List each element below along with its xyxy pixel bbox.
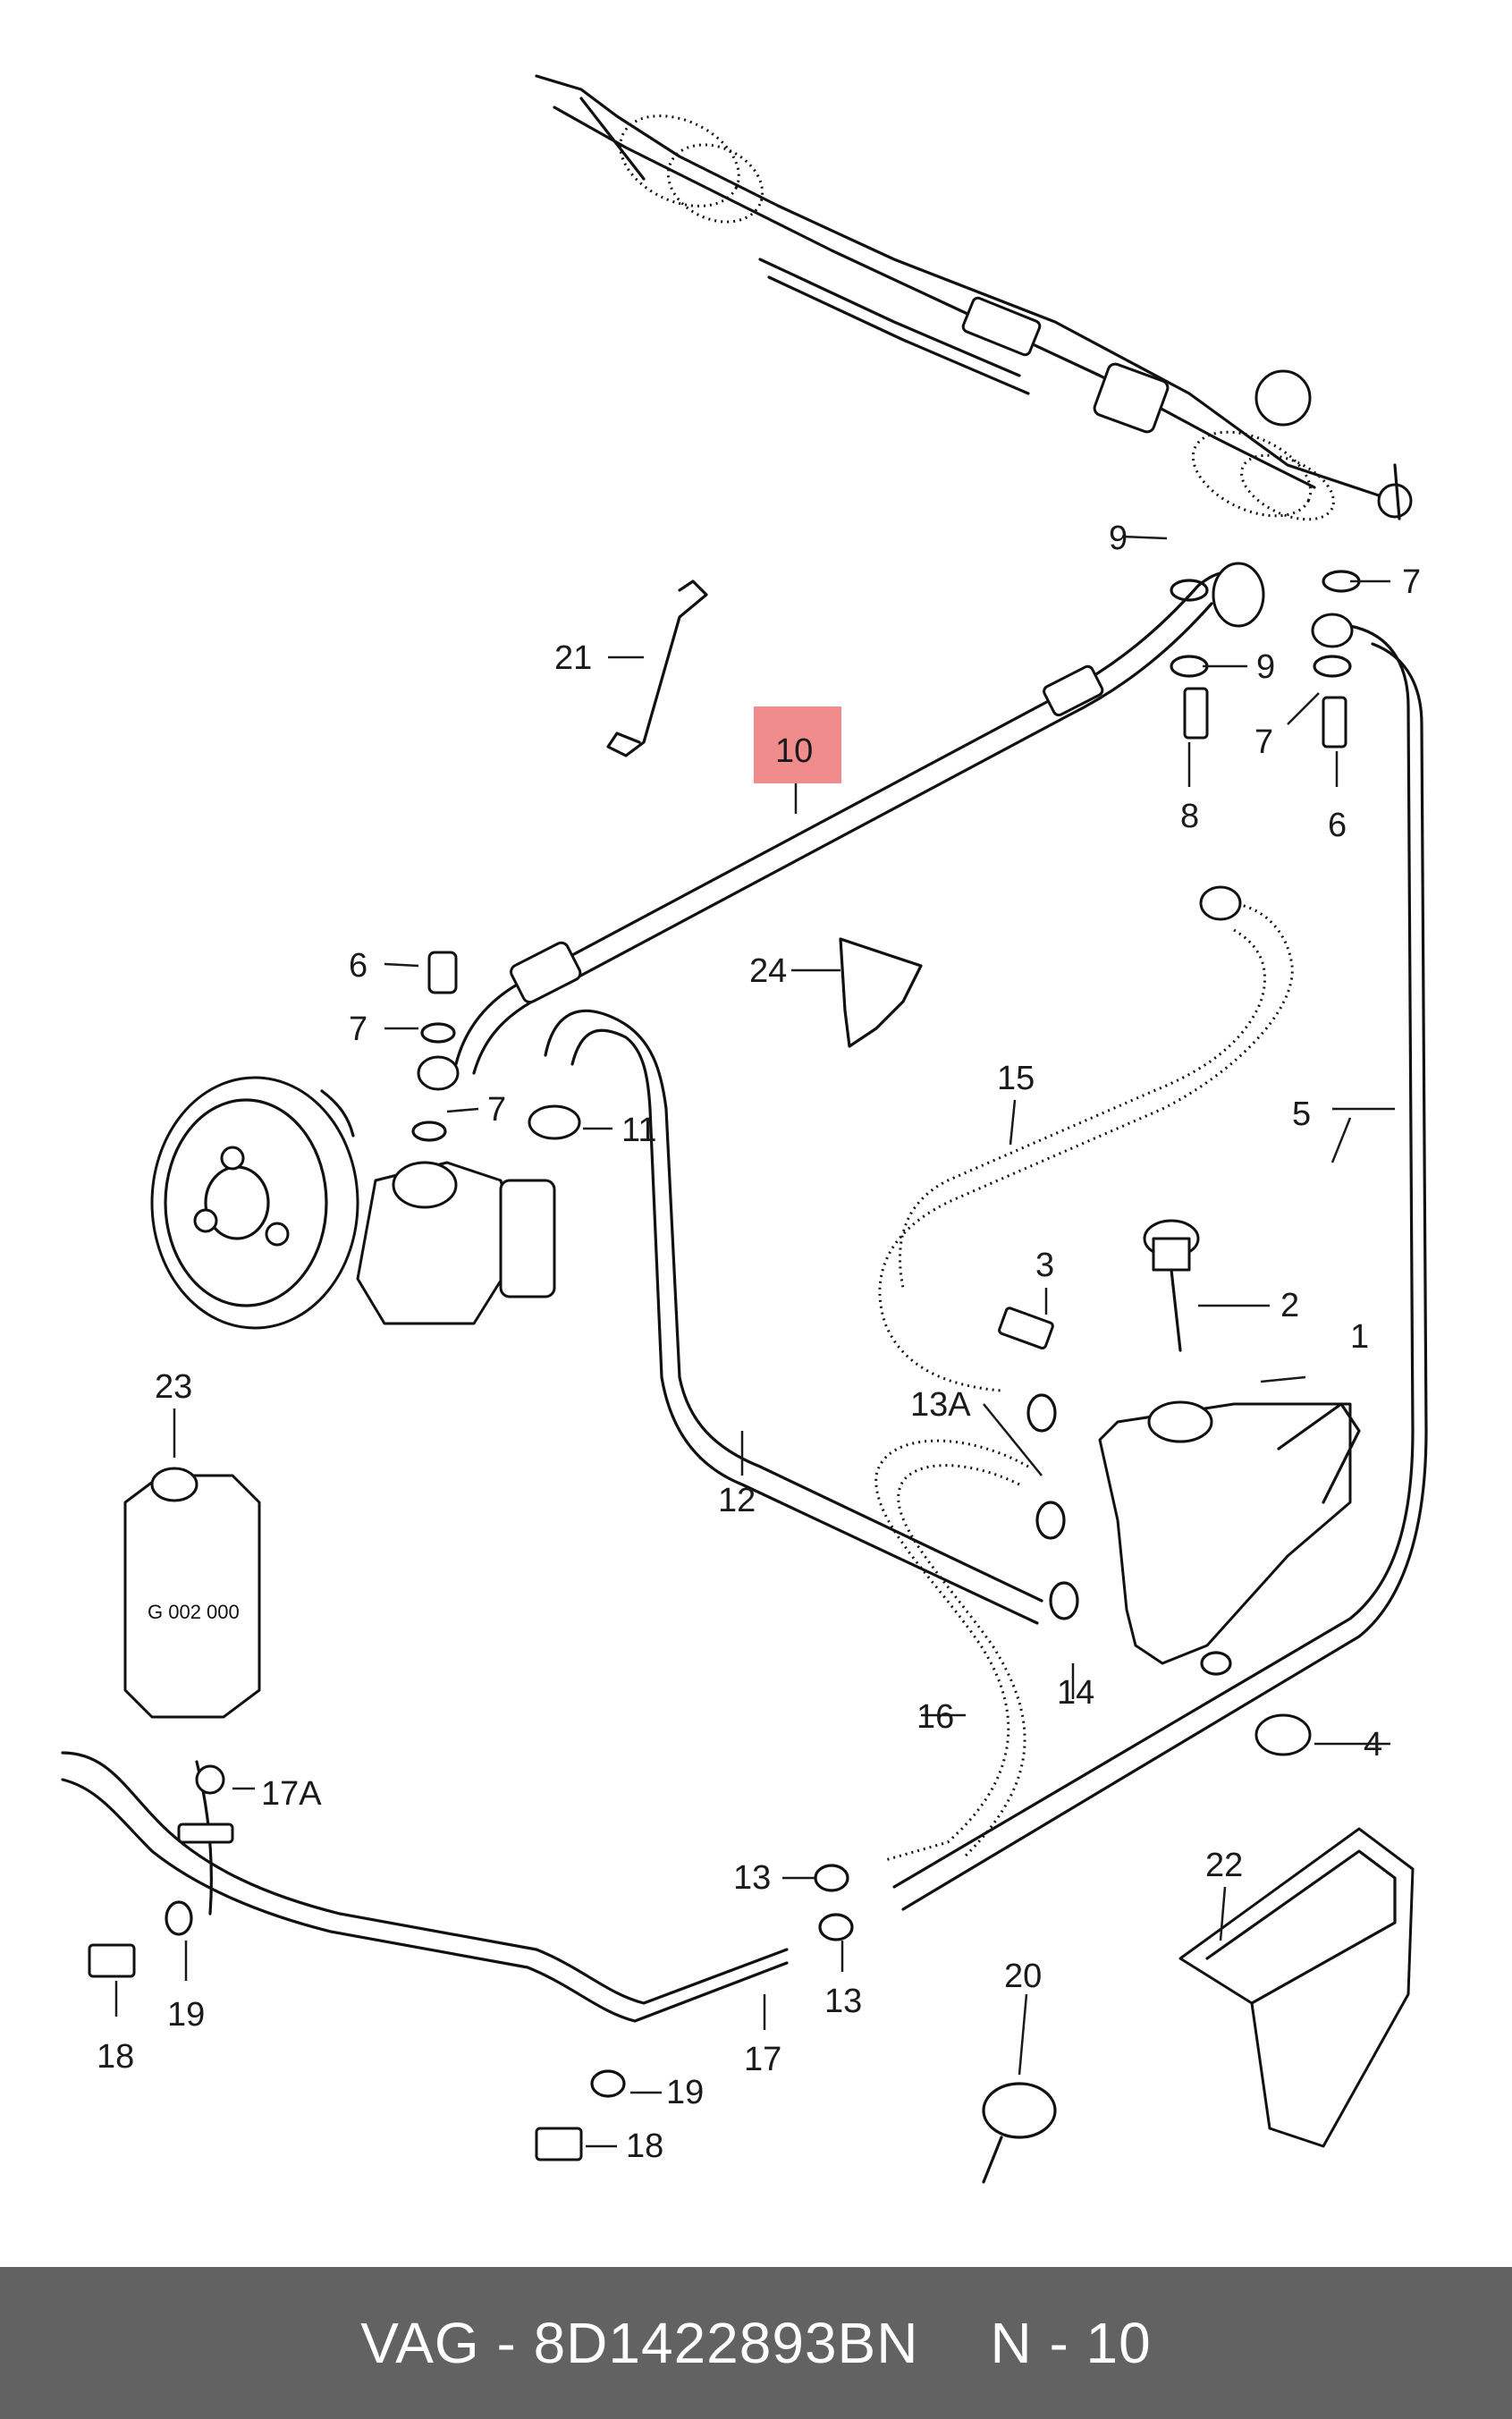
footer-bar: VAG - 8D1422893BN N - 10 xyxy=(0,2267,1512,2419)
leader-lines xyxy=(114,535,1395,2148)
callout-14: 14 xyxy=(1057,1674,1094,1712)
callout-4: 4 xyxy=(1364,1726,1382,1764)
cooling-pipe xyxy=(61,1751,789,2023)
return-hose xyxy=(544,1009,1043,1603)
oil-can: G 002 000 xyxy=(123,1467,261,1719)
callout-18: 18 xyxy=(97,2038,134,2076)
callout-13A: 13A xyxy=(910,1386,971,1424)
power-steering-pump xyxy=(150,1076,556,1330)
callout-16: 16 xyxy=(916,1698,954,1736)
callout-10: 10 xyxy=(775,732,813,770)
fluid-reservoir xyxy=(1098,1400,1361,1665)
callout-7: 7 xyxy=(349,1011,367,1048)
callout-15: 15 xyxy=(997,1060,1035,1097)
callout-17A: 17A xyxy=(261,1775,322,1813)
callout-17: 17 xyxy=(744,2041,781,2078)
power-steering-parts-diagram: G 002 000 xyxy=(61,74,1428,2184)
callout-7: 7 xyxy=(1402,563,1421,601)
can-label: G 002 000 xyxy=(148,1601,240,1623)
dipstick-cap xyxy=(1143,1219,1200,1352)
callout-1: 1 xyxy=(1350,1318,1369,1356)
tray xyxy=(1178,1827,1415,2148)
callout-13: 13 xyxy=(824,1983,862,2020)
footer-text: VAG - 8D1422893BN N - 10 xyxy=(360,2310,1151,2376)
callout-3: 3 xyxy=(1035,1247,1054,1284)
callout-5: 5 xyxy=(1292,1095,1311,1133)
callout-9: 9 xyxy=(1256,648,1275,686)
callout-23: 23 xyxy=(155,1368,192,1406)
callout-11: 11 xyxy=(621,1112,656,1149)
callout-24: 24 xyxy=(749,952,787,990)
callout-20: 20 xyxy=(1004,1958,1042,1995)
callout-6: 6 xyxy=(1328,807,1347,844)
footer-part-ref: VAG - 8D1422893BN xyxy=(360,2311,919,2375)
footer-position: N - 10 xyxy=(990,2311,1152,2375)
callout-9: 9 xyxy=(1109,520,1128,557)
steering-rack xyxy=(535,74,1413,521)
callout-21: 21 xyxy=(554,639,592,677)
pressure-hose xyxy=(454,562,1265,1075)
callout-2: 2 xyxy=(1280,1287,1299,1324)
callout-labels: 9 9 7 7 8 6 10 21 6 7 7 11 24 15 3 2 1 5… xyxy=(97,520,1421,2165)
callout-19: 19 xyxy=(167,1996,205,2034)
callout-22: 22 xyxy=(1205,1847,1243,1884)
callout-12: 12 xyxy=(718,1482,756,1519)
highlight-box xyxy=(754,706,841,783)
hose-5 xyxy=(892,624,1415,1889)
callout-19: 19 xyxy=(666,2074,704,2111)
wire-bracket xyxy=(606,579,708,757)
hose-15 xyxy=(878,901,1294,1392)
callout-7: 7 xyxy=(1254,723,1273,761)
callout-6: 6 xyxy=(349,947,367,985)
hose-16 xyxy=(874,1439,1029,1862)
fasteners xyxy=(88,570,1361,2184)
callout-7: 7 xyxy=(487,1091,506,1129)
callout-18: 18 xyxy=(626,2127,663,2165)
callout-13: 13 xyxy=(733,1859,771,1897)
callout-8: 8 xyxy=(1180,798,1199,835)
